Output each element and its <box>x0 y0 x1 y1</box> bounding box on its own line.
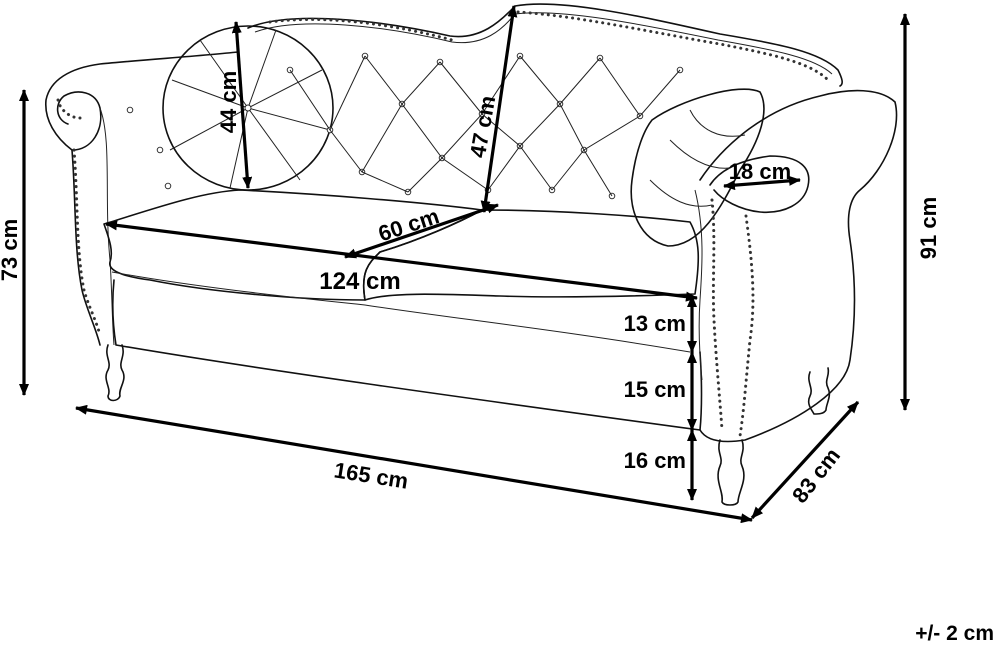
arrow-back-height <box>480 5 518 213</box>
right-front-leg <box>717 439 745 506</box>
bolster-pillow <box>630 88 765 247</box>
label-seat-base: 15 cm <box>624 377 686 402</box>
label-seat-depth: 60 cm <box>375 203 442 246</box>
right-arm-inner <box>694 189 703 381</box>
left-front-leg <box>105 344 125 402</box>
bolster-pillow-folds <box>649 109 746 207</box>
arrow-width-total <box>75 404 753 524</box>
label-seat-cushion: 13 cm <box>624 311 686 336</box>
tufting-buttons <box>126 52 684 200</box>
label-tolerance: +/- 2 cm <box>915 622 994 645</box>
label-leg-height: 16 cm <box>624 448 686 473</box>
label-depth-total: 83 cm <box>787 443 845 508</box>
arrow-seat-width <box>105 220 698 302</box>
label-seat-width: 124 cm <box>319 268 400 295</box>
label-arm-width: 18 cm <box>729 159 791 184</box>
label-height-arm: 73 cm <box>0 219 22 281</box>
left-arm-outline <box>45 51 239 346</box>
left-arm-scroll <box>56 91 102 151</box>
label-back-height: 47 cm <box>465 94 500 160</box>
arrow-pillow <box>231 21 253 189</box>
sofa-drawing <box>45 3 898 506</box>
seat-base <box>111 279 703 431</box>
arrow-seat-depth <box>344 203 499 259</box>
arrow-depth-total <box>750 400 860 520</box>
backrest-outline <box>247 3 843 87</box>
left-arm-front-face <box>99 107 115 346</box>
backrest-inner-line <box>254 12 833 75</box>
label-pillow: 44 cm <box>216 71 241 133</box>
cushion-front-edges <box>111 271 691 353</box>
dimension-arrows <box>19 5 910 524</box>
arrow-arm-width <box>723 175 801 191</box>
right-arm-outline <box>699 89 898 443</box>
dimension-labels: 91 cm 73 cm 165 cm 83 cm 124 cm 60 cm 47… <box>0 71 994 645</box>
label-height-total: 91 cm <box>916 197 941 259</box>
